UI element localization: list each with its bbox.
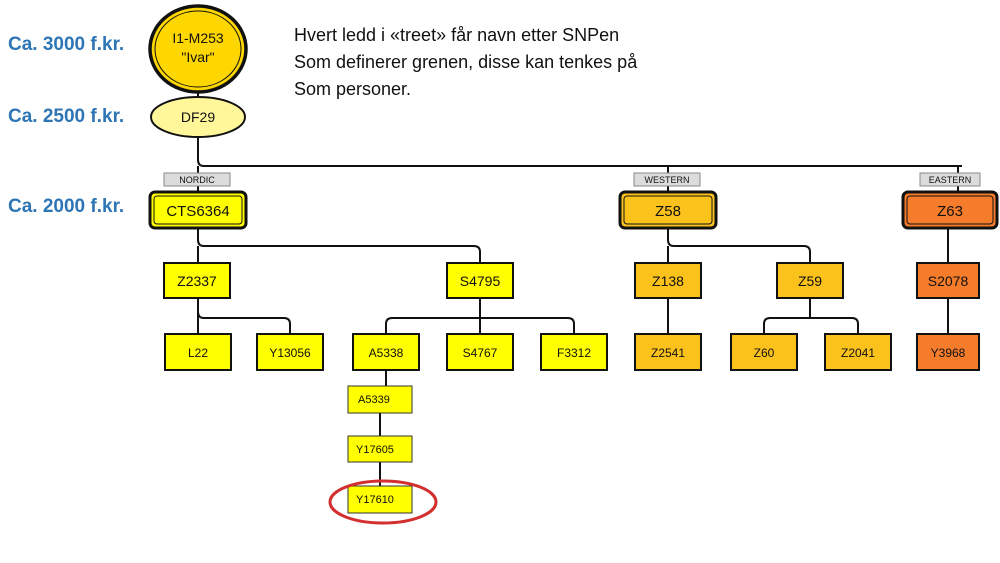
node-z2541: Z2541 bbox=[634, 333, 702, 371]
node-f3312: F3312 bbox=[540, 333, 608, 371]
note-line-2: Som definerer grenen, disse kan tenkes p… bbox=[294, 52, 638, 72]
node-z58: Z58 bbox=[618, 190, 718, 230]
connector-cts6364-children bbox=[197, 228, 481, 263]
node-y3968-label: Y3968 bbox=[931, 346, 966, 360]
node-s2078-label: S2078 bbox=[928, 273, 969, 289]
root-node-i1-m253: I1-M253 "Ivar" bbox=[148, 4, 248, 94]
node-f3312-label: F3312 bbox=[557, 346, 591, 360]
connector-z58-children bbox=[667, 228, 811, 263]
note-line-1: Hvert ledd i «treet» får navn etter SNPe… bbox=[294, 25, 620, 45]
highlight-circle bbox=[328, 479, 438, 525]
node-z2041: Z2041 bbox=[824, 333, 892, 371]
node-s4767: S4767 bbox=[446, 333, 514, 371]
node-s2078: S2078 bbox=[916, 262, 980, 299]
node-s4795-label: S4795 bbox=[460, 273, 501, 289]
node-z58-label: Z58 bbox=[655, 203, 681, 220]
node-y13056-label: Y13056 bbox=[269, 346, 311, 360]
era-label-3000: Ca. 3000 f.kr. bbox=[8, 34, 125, 55]
node-z2541-label: Z2541 bbox=[651, 346, 685, 360]
node-y17610: Y17610 bbox=[347, 485, 413, 514]
node-z63-label: Z63 bbox=[937, 203, 963, 220]
node-y3968: Y3968 bbox=[916, 333, 980, 371]
node-y17605-label: Y17605 bbox=[356, 444, 394, 456]
tree-connectors bbox=[197, 92, 962, 486]
node-z138-label: Z138 bbox=[652, 273, 684, 289]
note-line-3: Som personer. bbox=[294, 79, 412, 99]
branch-tag-eastern: EASTERN bbox=[919, 172, 981, 187]
node-z59-label: Z59 bbox=[798, 273, 822, 289]
node-s4795: S4795 bbox=[446, 262, 514, 299]
era-label-2500: Ca. 2500 f.kr. bbox=[8, 106, 125, 127]
branch-tag-eastern-label: EASTERN bbox=[929, 175, 972, 185]
node-l22-label: L22 bbox=[188, 346, 208, 360]
node-a5339: A5339 bbox=[347, 385, 413, 414]
node-z63: Z63 bbox=[901, 190, 999, 230]
node-y17605: Y17605 bbox=[347, 435, 413, 463]
node-z60-label: Z60 bbox=[754, 346, 775, 360]
root-node-label-1: I1-M253 bbox=[172, 30, 224, 46]
node-z2337: Z2337 bbox=[163, 262, 231, 299]
node-z59: Z59 bbox=[776, 262, 844, 299]
node-z2337-label: Z2337 bbox=[177, 273, 217, 289]
node-a5338-label: A5338 bbox=[369, 346, 404, 360]
branch-tag-western-label: WESTERN bbox=[645, 175, 690, 185]
connector-z59-children bbox=[763, 298, 859, 334]
connector-s4795-children bbox=[385, 298, 575, 334]
root-node-label-2: "Ivar" bbox=[181, 49, 214, 65]
connector-z2337-children bbox=[197, 298, 291, 334]
node-z138: Z138 bbox=[634, 262, 702, 299]
node-y17610-label: Y17610 bbox=[356, 494, 394, 506]
branch-tag-western: WESTERN bbox=[633, 172, 701, 187]
connector-df29-trunk bbox=[197, 137, 962, 167]
explanation-note: Hvert ledd i «treet» får navn etter SNPe… bbox=[294, 22, 637, 103]
node-cts6364-label: CTS6364 bbox=[166, 203, 229, 220]
node-a5339-label: A5339 bbox=[358, 394, 390, 406]
branch-tag-nordic: NORDIC bbox=[163, 172, 231, 187]
branch-tag-nordic-label: NORDIC bbox=[179, 175, 215, 185]
node-z2041-label: Z2041 bbox=[841, 346, 875, 360]
node-cts6364: CTS6364 bbox=[148, 190, 248, 230]
node-l22: L22 bbox=[164, 333, 232, 371]
node-z60: Z60 bbox=[730, 333, 798, 371]
era-label-2000: Ca. 2000 f.kr. bbox=[8, 196, 125, 217]
node-s4767-label: S4767 bbox=[463, 346, 498, 360]
node-y13056: Y13056 bbox=[256, 333, 324, 371]
node-a5338: A5338 bbox=[352, 333, 420, 371]
node-df29-label: DF29 bbox=[181, 109, 215, 125]
node-df29: DF29 bbox=[150, 96, 246, 138]
